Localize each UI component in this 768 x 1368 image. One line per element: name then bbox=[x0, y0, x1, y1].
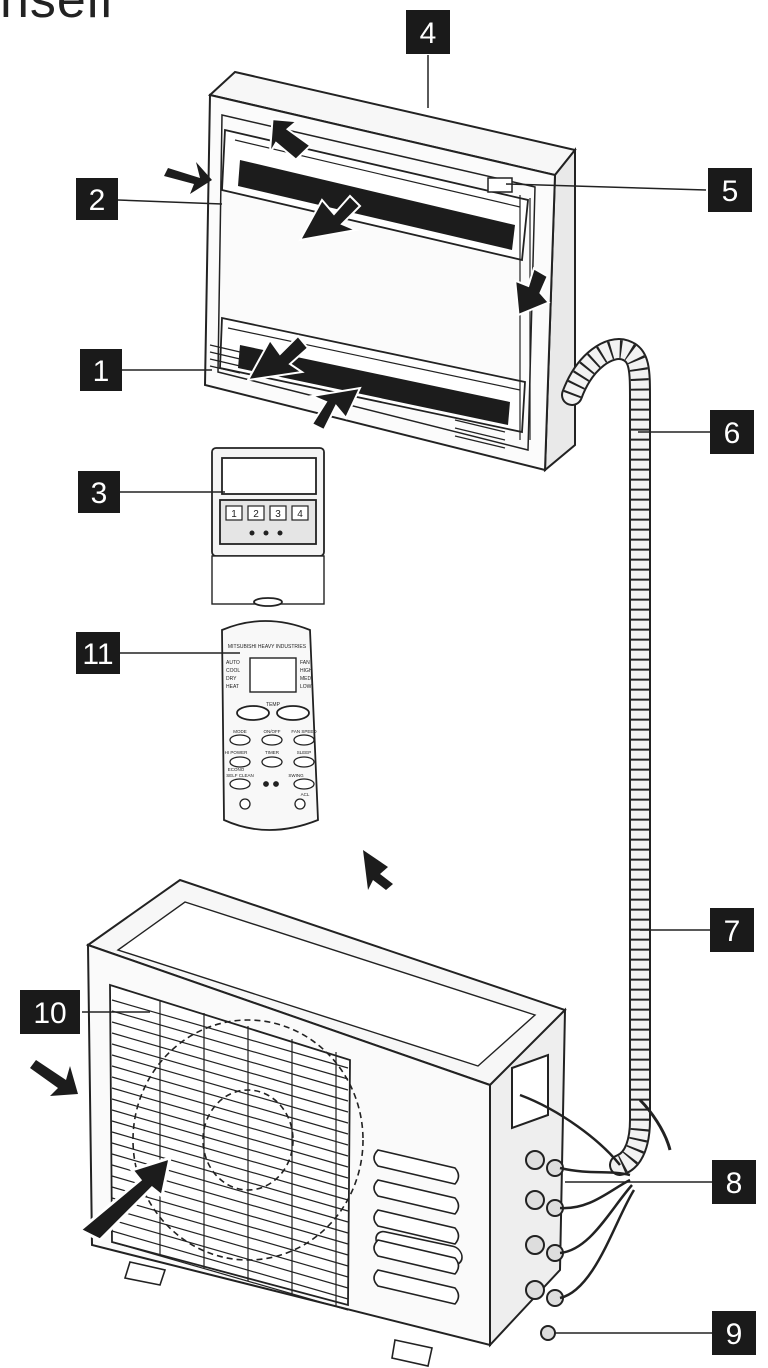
leader-lines bbox=[82, 55, 712, 1334]
remote-fan-low: LOW bbox=[300, 684, 312, 690]
wired-key bbox=[225, 505, 243, 521]
grille-bar bbox=[111, 1109, 349, 1179]
wired-key bbox=[247, 505, 265, 521]
air-intake-arrow bbox=[164, 162, 212, 194]
side-vent-slot bbox=[373, 1239, 460, 1275]
service-valves bbox=[525, 1150, 564, 1341]
callout-1-label: 1 bbox=[93, 355, 110, 388]
outdoor-airflow-arrows bbox=[30, 850, 393, 1242]
handheld-remote-controller bbox=[221, 620, 319, 831]
callout-9: 9 bbox=[712, 1311, 756, 1355]
wired-key-label: 4 bbox=[297, 509, 303, 520]
side-vent-slot bbox=[373, 1179, 460, 1215]
grille-bar bbox=[111, 1230, 349, 1300]
outdoor-fan bbox=[132, 1019, 364, 1261]
grille-bar bbox=[111, 1065, 349, 1135]
remote-btn-onoff: ON/OFF bbox=[264, 729, 281, 734]
grille-bar bbox=[111, 1021, 349, 1091]
wired-controller-keys: 1 2 3 4 bbox=[225, 505, 309, 536]
side-vent-slot bbox=[373, 1209, 460, 1245]
grille-bar bbox=[111, 1197, 349, 1267]
grille-bar bbox=[111, 1219, 349, 1289]
callout-8: 8 bbox=[712, 1160, 756, 1204]
wired-key-label: 1 bbox=[231, 509, 237, 520]
remote-temp-label: TEMP bbox=[266, 702, 281, 708]
wired-key-label: 2 bbox=[253, 509, 259, 520]
connection-cables bbox=[519, 1093, 636, 1300]
outdoor-electrical-box bbox=[511, 1053, 549, 1130]
wired-remote-controller bbox=[211, 447, 325, 607]
grille-bar bbox=[111, 1098, 349, 1168]
grille-bar bbox=[111, 1087, 349, 1157]
remote-fan-high: HIGH bbox=[300, 668, 313, 674]
callout-2: 2 bbox=[76, 178, 118, 220]
callout-11-label: 11 bbox=[82, 638, 113, 671]
remote-mode-auto: AUTO bbox=[226, 660, 240, 666]
grille-bar bbox=[111, 1054, 349, 1124]
remote-header: MITSUBISHI HEAVY INDUSTRIES bbox=[228, 644, 307, 650]
remote-btn-swing: SWING bbox=[288, 773, 304, 778]
remote-btn-econo: ECONO bbox=[228, 767, 245, 772]
remote-mode-cool: COOL bbox=[226, 668, 240, 674]
callout-7-label: 7 bbox=[724, 915, 741, 948]
side-vent-slot bbox=[373, 1149, 460, 1185]
remote-btn-selfclean: SELF CLEAN bbox=[226, 773, 254, 778]
callout-9-label: 9 bbox=[726, 1318, 743, 1351]
callout-8-label: 8 bbox=[726, 1167, 743, 1200]
callout-1: 1 bbox=[80, 349, 122, 391]
callout-10: 10 bbox=[20, 990, 80, 1034]
grille-bar bbox=[111, 999, 349, 1069]
grille-bar bbox=[111, 1208, 349, 1278]
remote-btn-acl: ACL bbox=[301, 792, 310, 797]
callout-5: 5 bbox=[708, 168, 752, 212]
grille-bar bbox=[111, 1043, 349, 1113]
top-partial-text: nself bbox=[0, 0, 115, 29]
grille-bar bbox=[111, 1186, 349, 1256]
callout-11: 11 bbox=[76, 632, 120, 674]
wired-indicator-dot bbox=[263, 530, 269, 536]
indoor-airflow-arrows bbox=[246, 118, 551, 432]
callout-6-label: 6 bbox=[724, 417, 741, 450]
remote-btn-timer: TIMER bbox=[265, 750, 280, 755]
remote-fan-fan: FAN bbox=[300, 660, 310, 666]
callout-3-label: 3 bbox=[91, 477, 108, 510]
outdoor-side-vents bbox=[373, 1149, 460, 1305]
callout-6: 6 bbox=[710, 410, 754, 454]
remote-btn-fanspeed: FAN SPEED bbox=[291, 729, 317, 734]
remote-labels: MITSUBISHI HEAVY INDUSTRIES AUTO COOL DR… bbox=[225, 644, 318, 797]
remote-btn-sleep: SLEEP bbox=[297, 750, 312, 755]
grille-bar bbox=[111, 1010, 349, 1080]
callout-7: 7 bbox=[710, 908, 754, 952]
wired-key bbox=[291, 505, 309, 521]
callout-4-label: 4 bbox=[420, 17, 437, 50]
grille-bar bbox=[111, 1142, 349, 1212]
side-vent-slot bbox=[373, 1269, 460, 1305]
wired-indicator-dot bbox=[249, 530, 255, 536]
remote-fan-med: MED bbox=[300, 676, 312, 682]
callout-2-label: 2 bbox=[89, 184, 106, 217]
remote-btn-mode: MODE bbox=[233, 729, 247, 734]
grille-bar bbox=[111, 1241, 349, 1311]
wired-indicator-dot bbox=[277, 530, 283, 536]
grille-bar bbox=[111, 1120, 349, 1190]
remote-btn-hipower: HI POWER bbox=[225, 750, 249, 755]
grille-bar bbox=[111, 1131, 349, 1201]
grille-bar bbox=[111, 1076, 349, 1146]
grille-bar bbox=[111, 1032, 349, 1102]
callout-3: 3 bbox=[78, 471, 120, 513]
wired-key-label: 3 bbox=[275, 509, 281, 520]
callout-4: 4 bbox=[406, 10, 450, 54]
wired-key bbox=[269, 505, 287, 521]
callout-10-label: 10 bbox=[33, 997, 66, 1030]
outdoor-feet bbox=[123, 1261, 433, 1367]
indoor-unit bbox=[203, 70, 577, 473]
remote-mode-heat: HEAT bbox=[226, 684, 239, 690]
refrigerant-pipe bbox=[561, 338, 672, 1176]
callout-5-label: 5 bbox=[722, 175, 739, 208]
remote-mode-dry: DRY bbox=[226, 676, 237, 682]
